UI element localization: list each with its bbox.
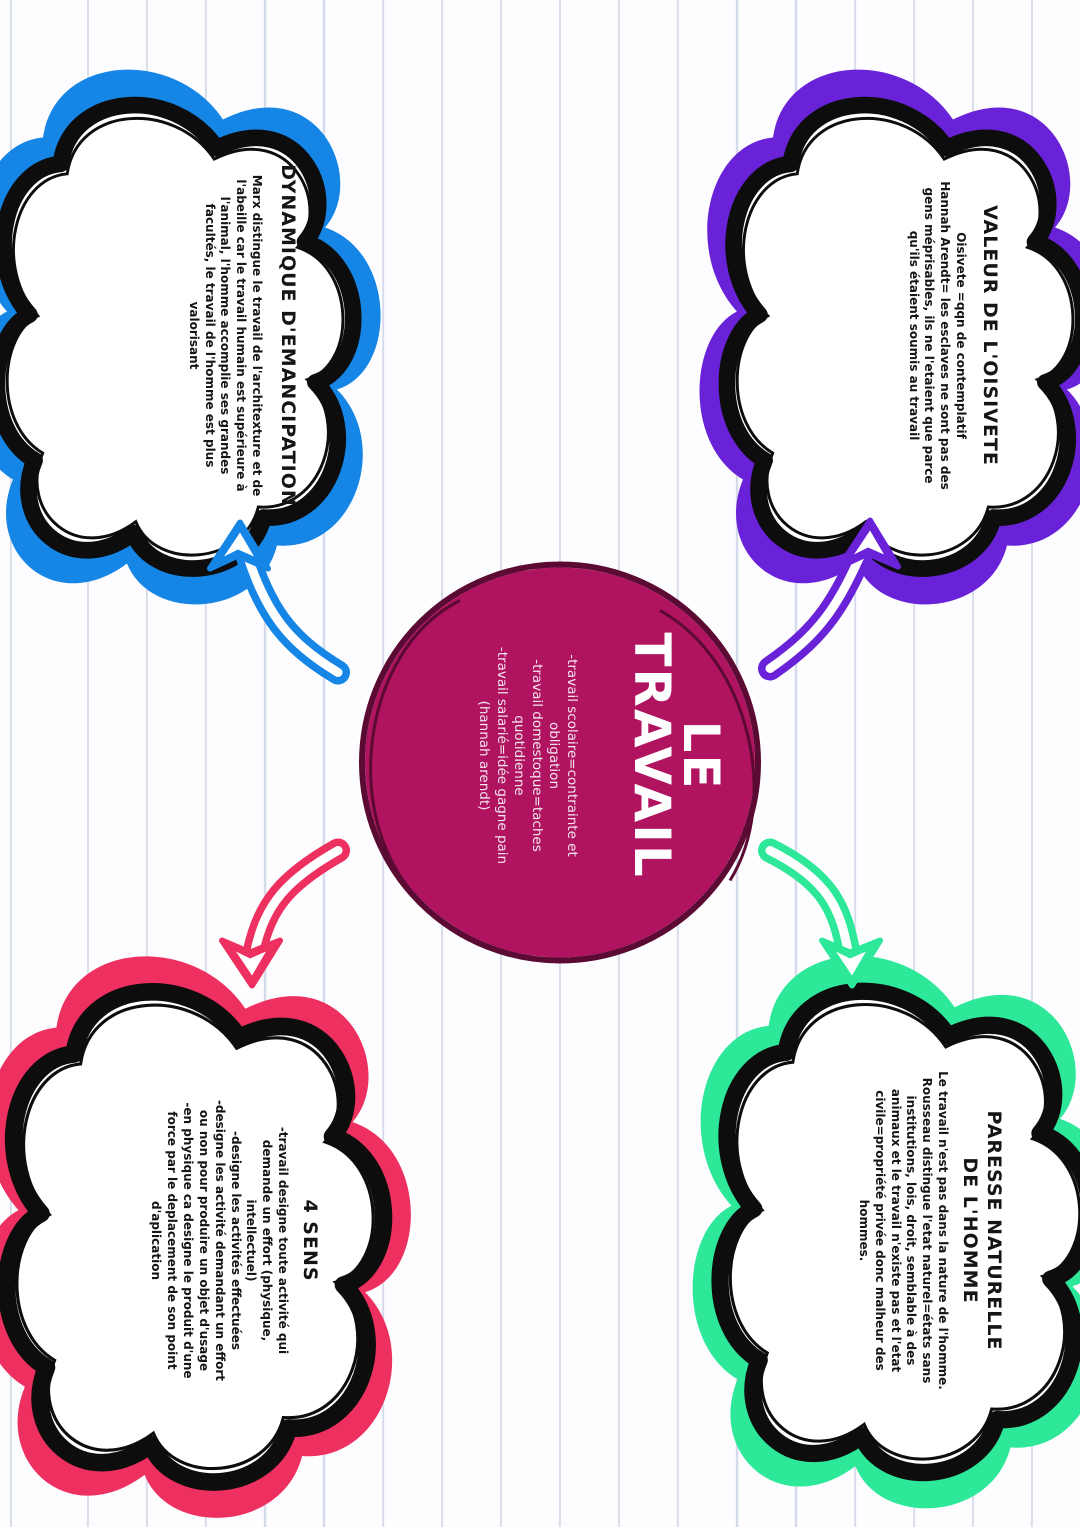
bubble-blue-title: DYNAMIQUE D'EMANCIPATION xyxy=(277,163,299,507)
bubble-green-title-line2: DE L'HOMME xyxy=(959,1156,981,1304)
center-body: -travail scolaire=contrainte et obligati… xyxy=(476,646,580,864)
arrow-purple xyxy=(758,517,901,680)
cloud-purple xyxy=(699,69,1080,604)
bubble-purple-title: VALEUR DE L'OISIVETE xyxy=(979,204,1001,466)
arrow-green xyxy=(758,838,883,988)
bubble-red-title: 4 SENS xyxy=(299,1198,321,1282)
arrow-red xyxy=(219,838,350,988)
bubble-green-body: Le travail n'est pas dans la nature de l… xyxy=(856,1070,950,1390)
cloud-blue xyxy=(0,69,381,604)
arrow-blue xyxy=(207,519,350,684)
cloud-red xyxy=(0,955,411,1518)
bubble-red-body: -travail designe toute activité qui dema… xyxy=(149,1099,290,1381)
center-circle xyxy=(359,561,761,963)
center-title-line1: LE xyxy=(672,719,730,790)
bubble-green-title-line1: PARESSE NATURELLE xyxy=(983,1110,1005,1350)
bubble-purple-body: Oisivete =qqn de contemplatif Hannah Are… xyxy=(906,180,968,490)
cloud-green xyxy=(692,955,1080,1508)
center-title: LE TRAVAIL xyxy=(623,520,730,990)
center-title-line2: TRAVAIL xyxy=(623,631,681,879)
bubble-blue-body: Marx distingue le travail de l'architext… xyxy=(186,174,264,496)
